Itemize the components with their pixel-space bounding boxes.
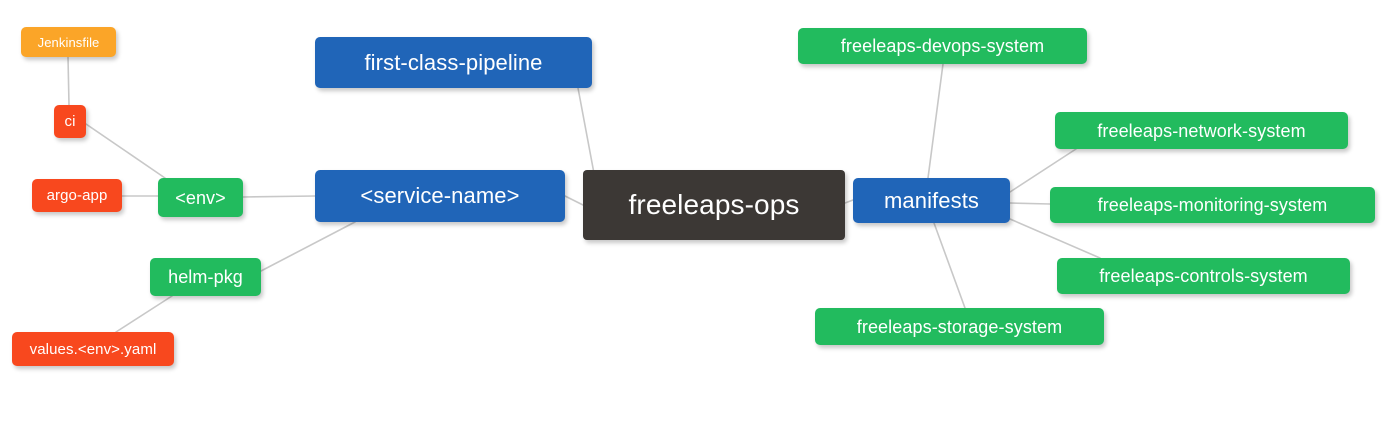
- mindmap-node-manifests[interactable]: manifests: [853, 178, 1010, 223]
- mindmap-node-label: freeleaps-storage-system: [856, 316, 1063, 337]
- mindmap-node-label: first-class-pipeline: [364, 49, 543, 75]
- edge-service-name-to-env: [242, 195, 316, 198]
- mindmap-node-env[interactable]: <env>: [158, 178, 243, 217]
- mindmap-node-label: freeleaps-ops: [628, 189, 800, 220]
- mindmap-node-label: Jenkinsfile: [37, 34, 100, 50]
- edge-manifests-to-freeleaps-storage-system: [933, 222, 966, 309]
- mindmap-node-values-env-yaml[interactable]: values.<env>.yaml: [12, 332, 174, 366]
- mindmap-node-first-class-pipeline[interactable]: first-class-pipeline: [315, 37, 592, 88]
- edge-manifests-to-freeleaps-devops-system: [927, 63, 944, 179]
- mindmap-node-argo-app[interactable]: argo-app: [32, 179, 122, 212]
- edge-manifests-to-freeleaps-controls-system: [1009, 218, 1101, 259]
- edge-manifests-to-freeleaps-monitoring-system: [1009, 202, 1051, 205]
- mindmap-node-service-name[interactable]: <service-name>: [315, 170, 565, 222]
- mindmap-node-label: freeleaps-controls-system: [1099, 266, 1308, 286]
- mindmap-node-freeleaps-controls-system[interactable]: freeleaps-controls-system: [1057, 258, 1350, 294]
- mindmap-node-helm-pkg[interactable]: helm-pkg: [150, 258, 261, 296]
- mindmap-node-freeleaps-devops-system[interactable]: freeleaps-devops-system: [798, 28, 1087, 64]
- mindmap-node-label: freeleaps-monitoring-system: [1097, 195, 1328, 215]
- edge-freeleaps-ops-to-service-name: [564, 195, 584, 206]
- mindmap-node-label: ci: [64, 113, 76, 130]
- mindmap-node-label: manifests: [883, 187, 980, 213]
- mindmap-node-label: helm-pkg: [168, 267, 243, 287]
- mindmap-node-freeleaps-ops[interactable]: freeleaps-ops: [583, 170, 845, 240]
- mindmap-node-label: <env>: [175, 187, 226, 208]
- mindmap-node-label: freeleaps-devops-system: [840, 36, 1045, 56]
- edge-helm-pkg-to-values-env-yaml: [115, 295, 173, 333]
- mindmap-node-freeleaps-network-system[interactable]: freeleaps-network-system: [1055, 112, 1348, 149]
- edge-freeleaps-ops-to-manifests: [844, 199, 854, 204]
- mindmap-node-label: <service-name>: [360, 183, 520, 208]
- mindmap-node-label: values.<env>.yaml: [29, 340, 157, 358]
- edge-service-name-to-helm-pkg: [260, 221, 356, 272]
- mindmap-node-jenkinsfile[interactable]: Jenkinsfile: [21, 27, 116, 57]
- mindmap-node-freeleaps-storage-system[interactable]: freeleaps-storage-system: [815, 308, 1104, 345]
- edge-manifests-to-freeleaps-network-system: [1009, 148, 1077, 193]
- mindmap-node-freeleaps-monitoring-system[interactable]: freeleaps-monitoring-system: [1050, 187, 1375, 223]
- mindmap-node-label: argo-app: [46, 187, 108, 204]
- mindmap-node-ci[interactable]: ci: [54, 105, 86, 138]
- edge-env-to-ci: [85, 123, 166, 179]
- edge-ci-to-jenkinsfile: [67, 56, 70, 106]
- mindmap-node-label: freeleaps-network-system: [1097, 120, 1306, 141]
